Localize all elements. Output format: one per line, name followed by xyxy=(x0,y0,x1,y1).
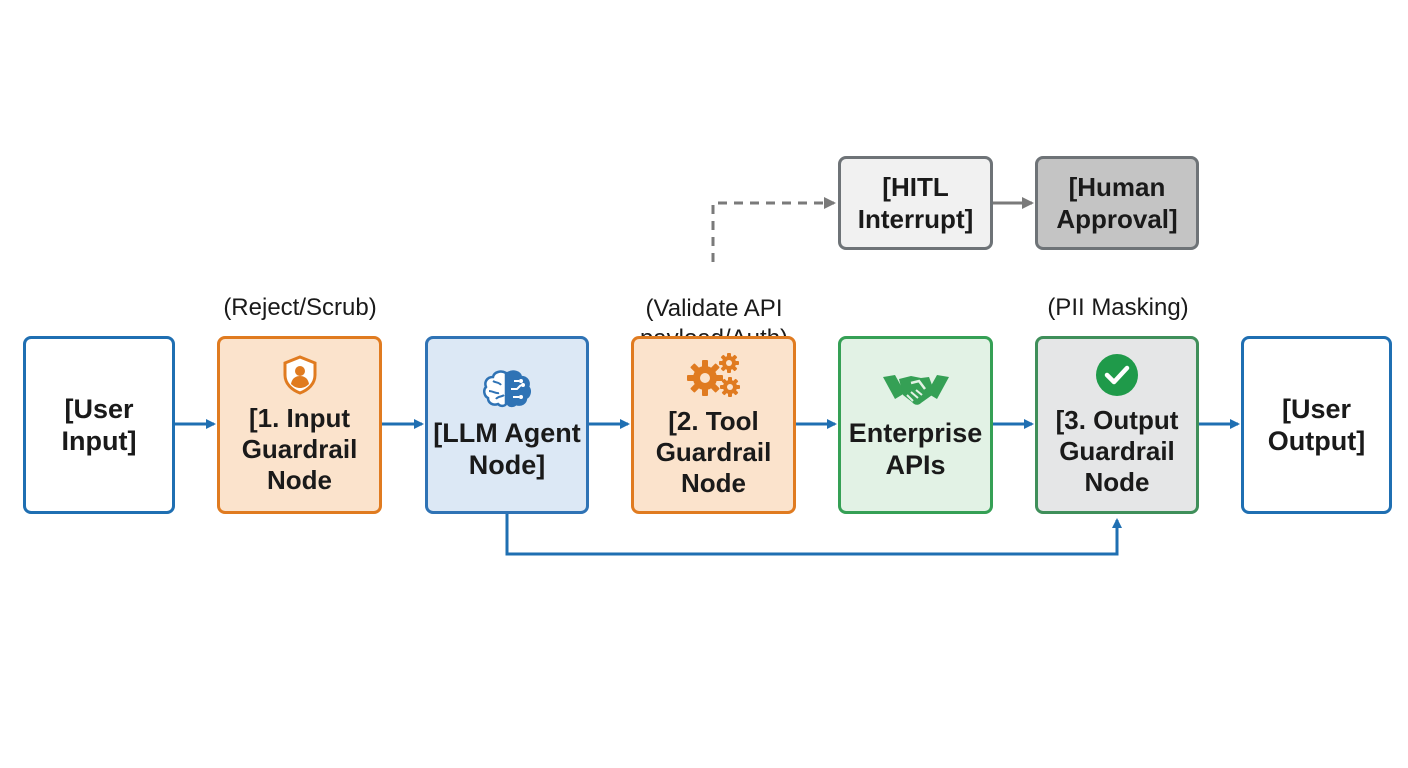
annotation-pii-masking-text: (PII Masking) xyxy=(1047,294,1189,321)
check-circle-icon xyxy=(1096,353,1138,396)
gears-icon xyxy=(686,352,740,397)
brain-icon xyxy=(483,370,531,408)
annotation-reject-scrub-text: (Reject/Scrub) xyxy=(223,294,377,321)
node-enterprise-apis-label: Enterprise APIs xyxy=(848,418,983,480)
node-hitl-interrupt: [HITL Interrupt] xyxy=(838,156,993,250)
node-input-guardrail: [1. Input Guardrail Node xyxy=(217,336,382,514)
node-human-approval: [Human Approval] xyxy=(1035,156,1199,250)
node-input-guardrail-label: [1. Input Guardrail Node xyxy=(241,402,358,495)
node-tool-guardrail: [2. Tool Guardrail Node xyxy=(631,336,796,514)
node-llm-agent: [LLM Agent Node] xyxy=(425,336,589,514)
annotation-reject-scrub: (Reject/Scrub) xyxy=(200,293,400,323)
node-human-approval-label: [Human Approval] xyxy=(1056,172,1178,234)
node-output-guardrail: [3. Output Guardrail Node xyxy=(1035,336,1199,514)
node-tool-guardrail-label: [2. Tool Guardrail Node xyxy=(655,405,772,498)
node-output-guardrail-label: [3. Output Guardrail Node xyxy=(1055,404,1179,497)
node-user-output: [User Output] xyxy=(1241,336,1392,514)
arrow-llm-agent-to-output-guardrail xyxy=(505,514,1122,556)
node-user-input-label: [User Input] xyxy=(61,394,137,456)
handshake-icon xyxy=(882,375,949,405)
annotation-pii-masking: (PII Masking) xyxy=(1018,293,1218,323)
arrow-tool-guardrail-to-hitl xyxy=(711,197,836,262)
node-llm-agent-label: [LLM Agent Node] xyxy=(433,418,581,480)
node-user-input: [User Input] xyxy=(23,336,175,514)
node-hitl-interrupt-label: [HITL Interrupt] xyxy=(857,172,974,234)
node-enterprise-apis: Enterprise APIs xyxy=(838,336,993,514)
node-user-output-label: [User Output] xyxy=(1267,394,1366,456)
shield-user-icon xyxy=(283,354,316,395)
